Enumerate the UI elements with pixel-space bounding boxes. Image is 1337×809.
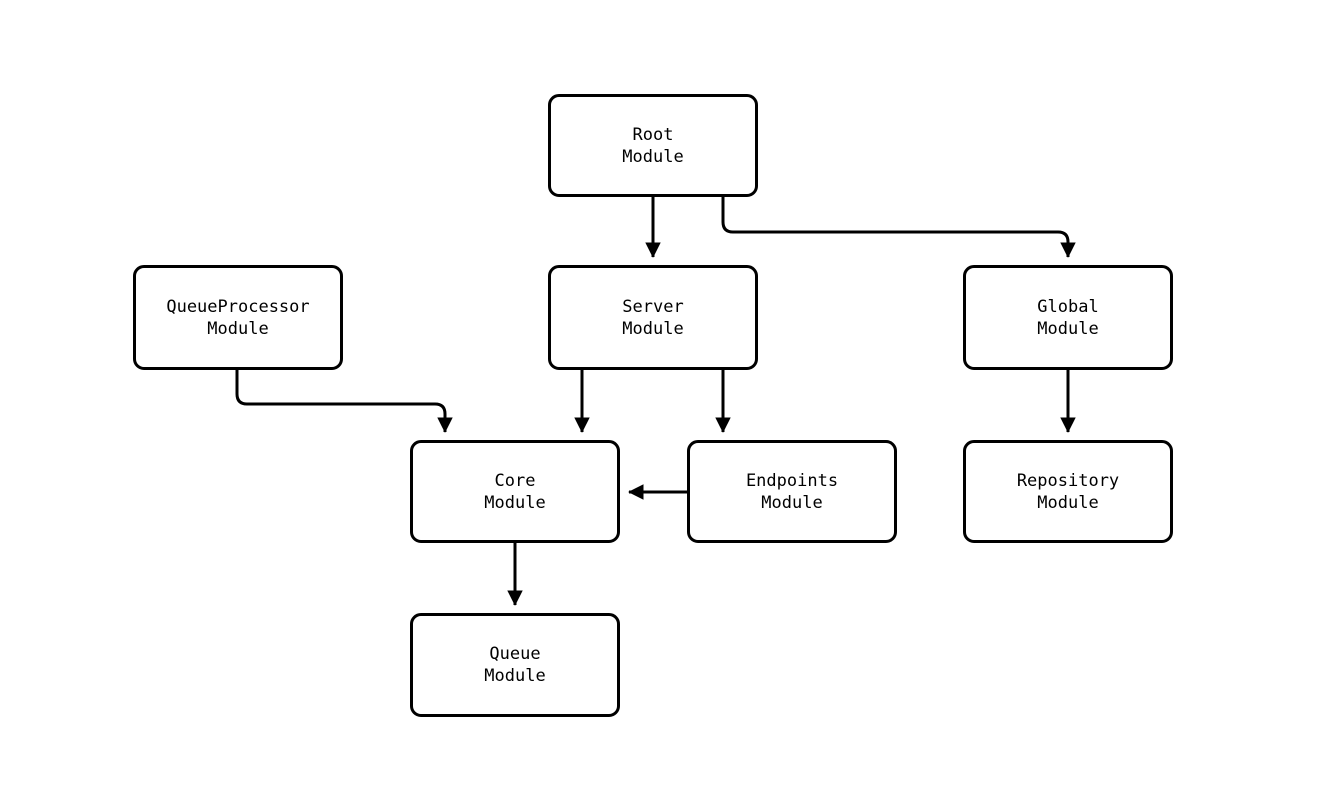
node-core-module-label: Core Module (484, 470, 546, 513)
node-queueprocessor-module[interactable]: QueueProcessor Module (133, 265, 343, 370)
node-global-module[interactable]: Global Module (963, 265, 1173, 370)
node-queue-module-label: Queue Module (484, 644, 546, 686)
edge-queueprocessor-to-core (235, 370, 453, 433)
node-global-module-label: Global Module (1037, 296, 1099, 339)
node-root-module[interactable]: Root Module (548, 94, 758, 197)
node-queue-module[interactable]: Queue Module (410, 613, 620, 717)
node-root-module-label: Root Module (622, 124, 684, 167)
node-queueprocessor-module-label: QueueProcessor Module (166, 296, 310, 339)
node-endpoints-module-label: Endpoints Module (745, 470, 839, 513)
node-core-module[interactable]: Core Module (410, 440, 620, 543)
node-repository-module[interactable]: Repository Module (963, 440, 1173, 543)
node-server-module-label: Server Module (622, 296, 684, 339)
node-repository-module-label: Repository Module (1016, 470, 1120, 513)
node-server-module[interactable]: Server Module (548, 265, 758, 370)
node-endpoints-module[interactable]: Endpoints Module (687, 440, 897, 543)
edge-root-to-global (721, 197, 1076, 258)
